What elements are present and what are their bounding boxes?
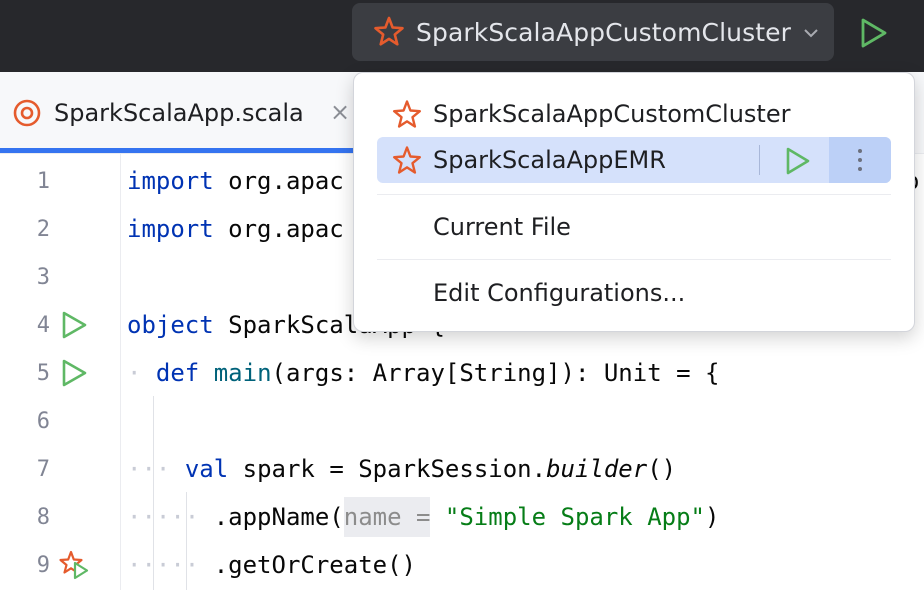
popup-item-current-file[interactable]: Current File: [377, 204, 891, 250]
parameter-hint: name =: [343, 497, 431, 537]
run-configuration-label: SparkScalaAppCustomCluster: [416, 17, 791, 47]
chevron-down-icon: [802, 25, 820, 44]
line-number: 1: [36, 169, 50, 194]
code-text: import org.apac: [127, 215, 344, 243]
code-line: 3: [0, 253, 924, 301]
code-text: ····· .appName(name = "Simple Spark App"…: [127, 497, 719, 537]
code-line: 9 ····· .getOrCreate(): [0, 541, 924, 589]
indent-guide: [153, 396, 154, 590]
code-line: 8 ····· .appName(name = "Simple Spark Ap…: [0, 493, 924, 541]
run-icon[interactable]: [58, 357, 90, 389]
popup-item-label: Current File: [433, 213, 571, 241]
run-button[interactable]: [856, 16, 890, 50]
code-line: 7 ··· val spark = SparkSession.builder(): [0, 445, 924, 493]
more-options-icon[interactable]: [829, 137, 891, 183]
popup-item-label: Edit Configurations...: [433, 279, 686, 307]
spark-config-icon: [391, 99, 423, 131]
gutter-divider: [120, 154, 121, 590]
code-line: 4 object SparkScalaApp {: [0, 301, 924, 349]
popup-item-label: SparkScalaAppEMR: [433, 146, 666, 174]
code-line: 5 · def main(args: Array[String]): Unit …: [0, 349, 924, 397]
indent-guide: [186, 492, 187, 590]
active-tab-indicator: [0, 148, 360, 154]
code-text: import org.apac: [127, 167, 344, 195]
tab-label: SparkScalaApp.scala: [54, 99, 304, 127]
popup-separator: [377, 259, 891, 260]
line-number: 7: [36, 457, 50, 482]
title-bar: SparkScalaAppCustomCluster: [0, 0, 924, 72]
run-icon[interactable]: [58, 309, 90, 341]
popup-item-sparkscalaappemr[interactable]: SparkScalaAppEMR: [377, 137, 891, 183]
line-number: 3: [36, 265, 50, 290]
spark-config-icon: [372, 15, 406, 49]
code-text: · def main(args: Array[String]): Unit = …: [127, 359, 720, 387]
run-configuration-popup: SparkScalaAppCustomCluster SparkScalaApp…: [353, 72, 915, 332]
scala-file-icon: [12, 98, 42, 128]
code-text: object SparkScalaApp {: [127, 311, 445, 339]
close-icon[interactable]: ×: [330, 98, 351, 126]
run-icon[interactable]: [781, 145, 813, 177]
line-number: 5: [36, 361, 50, 386]
popup-separator: [377, 194, 891, 195]
spark-run-icon[interactable]: [58, 549, 90, 581]
run-configuration-selector[interactable]: SparkScalaAppCustomCluster: [352, 3, 834, 61]
code-line: 6: [0, 397, 924, 445]
line-number: 8: [36, 505, 50, 530]
popup-item-label: SparkScalaAppCustomCluster: [433, 100, 791, 128]
code-text: ··· val spark = SparkSession.builder(): [127, 455, 677, 483]
code-text: ····· .getOrCreate(): [127, 551, 416, 579]
tab-sparkscalaapp[interactable]: SparkScalaApp.scala ×: [0, 72, 360, 154]
divider: [759, 145, 760, 175]
popup-item-edit-configurations[interactable]: Edit Configurations...: [377, 270, 891, 316]
line-number: 4: [36, 313, 50, 338]
run-icon: [861, 18, 887, 48]
line-number: 9: [36, 553, 50, 578]
spark-config-icon: [391, 145, 423, 177]
code-line: 2 import org.apac: [0, 205, 924, 253]
line-number: 2: [36, 217, 50, 242]
popup-item-sparkscalaappcustomcluster[interactable]: SparkScalaAppCustomCluster: [377, 91, 891, 137]
line-number: 6: [36, 409, 50, 434]
